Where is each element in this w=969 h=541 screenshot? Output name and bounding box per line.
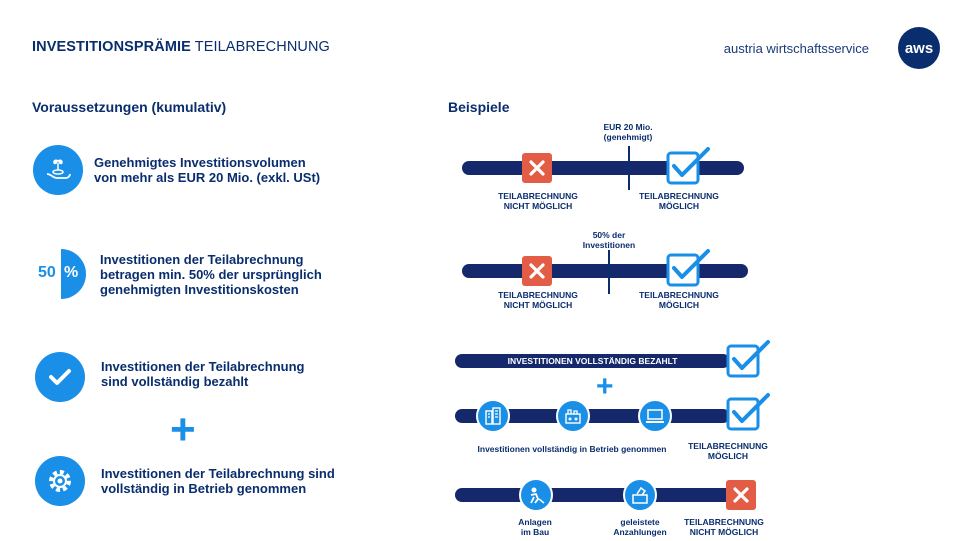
marker-line-1: [628, 146, 630, 190]
computer-icon: [638, 399, 672, 433]
requirement-volume: Genehmigtes Investitionsvolumen von mehr…: [94, 155, 321, 185]
examples-heading: Beispiele: [448, 99, 510, 115]
operation-label: Investitionen vollständig in Betrieb gen…: [477, 444, 667, 454]
requirement-paid: Investitionen der Teilabrechnung sind vo…: [101, 359, 305, 389]
gear-icon: [35, 456, 85, 506]
investment-hands-icon: [33, 145, 83, 195]
marker-label-20mio: EUR 20 Mio.(genehmigt): [603, 122, 653, 142]
cross-icon: [726, 480, 756, 510]
checkmark-icon: [35, 352, 85, 402]
check-box-icon: [726, 392, 772, 437]
cross-icon: [522, 256, 552, 286]
check-box-icon: [666, 146, 712, 191]
aws-logo: aws: [898, 27, 940, 69]
construction-bar: [455, 488, 745, 502]
marker-line-2: [608, 250, 610, 294]
requirement-operation: Investitionen der Teilabrechnung sind vo…: [101, 466, 335, 496]
cross-icon: [522, 153, 552, 183]
deposit-icon: [623, 478, 657, 512]
building-icon: [476, 399, 510, 433]
page-title: INVESTITIONSPRÄMIE TEILABRECHNUNG: [32, 39, 330, 55]
check-box-icon: [666, 248, 712, 293]
check-box-icon: [726, 339, 772, 384]
factory-icon: [556, 399, 590, 433]
brand-text: austria wirtschaftsservice: [723, 41, 869, 56]
plus-icon: +: [596, 370, 614, 403]
requirement-fifty-percent: Investitionen der Teilabrechnung betrage…: [100, 252, 322, 297]
requirements-heading: Voraussetzungen (kumulativ): [32, 99, 227, 115]
plus-icon: +: [170, 405, 196, 454]
paid-bar: INVESTITIONEN VOLLSTÄNDIG BEZAHLT: [455, 354, 730, 368]
construction-worker-icon: [519, 478, 553, 512]
fifty-percent-badge: 50 %: [38, 249, 86, 299]
